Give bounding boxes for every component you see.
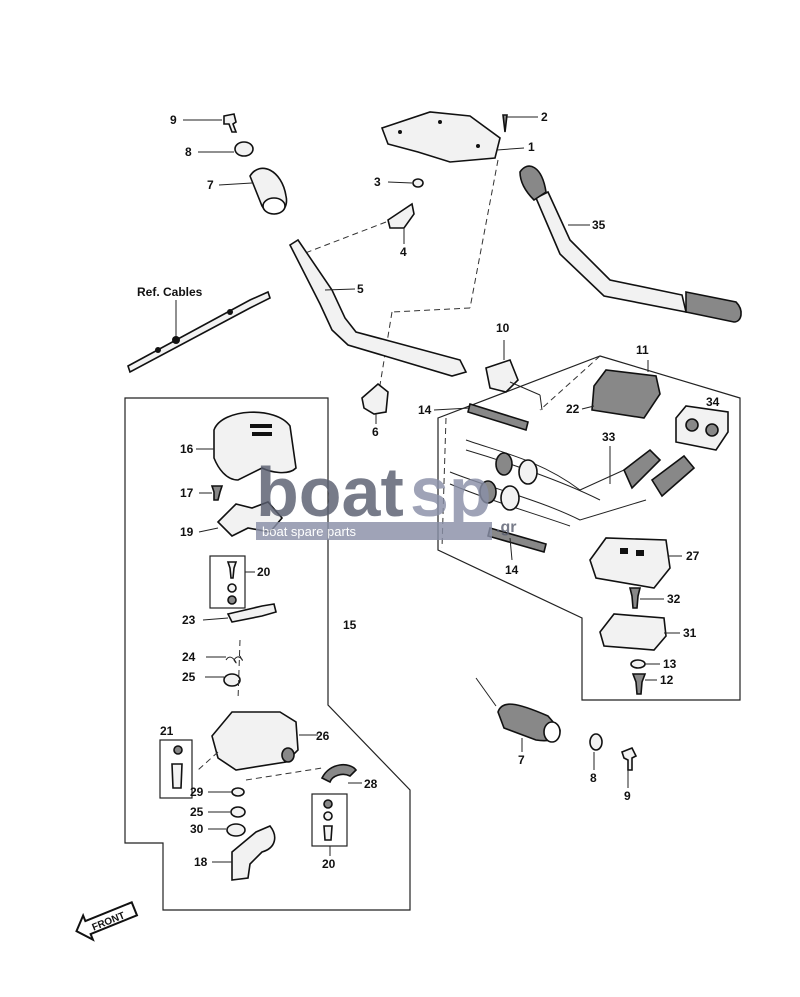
ball-25-top bbox=[223, 673, 241, 687]
housing-31 bbox=[599, 613, 667, 651]
watermark-tagline-bar bbox=[256, 522, 492, 540]
label-5: 5 bbox=[357, 282, 364, 296]
label-12: 12 bbox=[660, 673, 674, 687]
label-15: 15 bbox=[343, 618, 357, 632]
screw-9-top bbox=[223, 113, 238, 133]
label-ref-cables: Ref. Cables bbox=[137, 285, 203, 299]
label-30: 30 bbox=[190, 822, 204, 836]
spring-24 bbox=[225, 655, 243, 664]
pad-22 bbox=[591, 369, 661, 419]
handlebar-cover-plate bbox=[380, 111, 501, 163]
label-9-bottom: 9 bbox=[624, 789, 631, 803]
label-29: 29 bbox=[190, 785, 204, 799]
switch-assembly-outline-15 bbox=[124, 397, 411, 911]
label-16: 16 bbox=[180, 442, 194, 456]
screw-9-bottom bbox=[621, 746, 638, 771]
label-1: 1 bbox=[528, 140, 535, 154]
label-33: 33 bbox=[602, 430, 616, 444]
watermark-tld: .gr bbox=[496, 519, 516, 536]
watermark-word-a: boat bbox=[256, 453, 404, 531]
label-6: 6 bbox=[372, 425, 379, 439]
label-26: 26 bbox=[316, 729, 330, 743]
clip-6 bbox=[361, 382, 389, 415]
screw-12 bbox=[631, 673, 647, 695]
label-22: 22 bbox=[566, 402, 580, 416]
label-7-top: 7 bbox=[207, 178, 214, 192]
label-4: 4 bbox=[400, 245, 407, 259]
label-20-bottom: 20 bbox=[322, 857, 336, 871]
label-14-bottom: 14 bbox=[505, 563, 519, 577]
ball-25-bottom bbox=[230, 806, 246, 818]
label-32: 32 bbox=[667, 592, 681, 606]
handlebar-35 bbox=[534, 190, 688, 314]
label-19: 19 bbox=[180, 525, 194, 539]
nut-3 bbox=[412, 178, 424, 188]
label-25-bottom: 25 bbox=[190, 805, 204, 819]
sleeve-14-top bbox=[467, 402, 529, 432]
end-cap-8-top bbox=[234, 141, 254, 157]
label-18: 18 bbox=[194, 855, 208, 869]
lever-18 bbox=[231, 825, 276, 881]
switch-body-34 bbox=[675, 405, 729, 451]
screw-kit-21 bbox=[159, 739, 193, 799]
handlebar-5 bbox=[288, 238, 468, 377]
label-34: 34 bbox=[706, 395, 720, 409]
lever-28 bbox=[320, 763, 358, 784]
watermark: boat sp .gr boat spare parts bbox=[256, 453, 516, 540]
label-8-bottom: 8 bbox=[590, 771, 597, 785]
screw-32 bbox=[628, 587, 642, 609]
grip-35-top bbox=[519, 165, 547, 202]
housing-26 bbox=[211, 711, 299, 771]
watermark-tagline: boat spare parts bbox=[262, 524, 356, 539]
label-9-top: 9 bbox=[170, 113, 177, 127]
label-24: 24 bbox=[182, 650, 196, 664]
switch-assembly-outline-11 bbox=[437, 355, 741, 701]
washer-13 bbox=[630, 659, 646, 669]
label-31: 31 bbox=[683, 626, 697, 640]
grip-35-right bbox=[685, 291, 742, 323]
label-8-top: 8 bbox=[185, 145, 192, 159]
label-20-top: 20 bbox=[257, 565, 271, 579]
label-17: 17 bbox=[180, 486, 194, 500]
label-35: 35 bbox=[592, 218, 606, 232]
label-27: 27 bbox=[686, 549, 700, 563]
bolt-2 bbox=[502, 114, 508, 133]
label-2: 2 bbox=[541, 110, 548, 124]
screw-17 bbox=[210, 485, 224, 501]
housing-27 bbox=[589, 537, 671, 589]
label-21: 21 bbox=[160, 724, 174, 738]
label-11: 11 bbox=[636, 343, 649, 357]
band-10 bbox=[485, 359, 519, 393]
nut-30 bbox=[226, 823, 246, 837]
label-13: 13 bbox=[663, 657, 677, 671]
front-arrow: FRONT bbox=[75, 901, 139, 942]
ref-cables bbox=[127, 290, 271, 374]
clamp-4 bbox=[387, 202, 415, 229]
washer-29 bbox=[231, 787, 245, 797]
label-14-top: 14 bbox=[418, 403, 432, 417]
plate-23 bbox=[226, 603, 277, 623]
switch-cover-16 bbox=[213, 411, 297, 481]
label-7-bottom: 7 bbox=[518, 753, 525, 767]
label-23: 23 bbox=[182, 613, 196, 627]
label-28: 28 bbox=[364, 777, 378, 791]
label-10: 10 bbox=[496, 321, 510, 335]
label-3: 3 bbox=[374, 175, 381, 189]
end-cap-8-bottom bbox=[589, 733, 603, 751]
screw-kit-20-top bbox=[209, 555, 246, 609]
watermark-word-b: sp bbox=[410, 453, 492, 531]
label-25-top: 25 bbox=[182, 670, 196, 684]
